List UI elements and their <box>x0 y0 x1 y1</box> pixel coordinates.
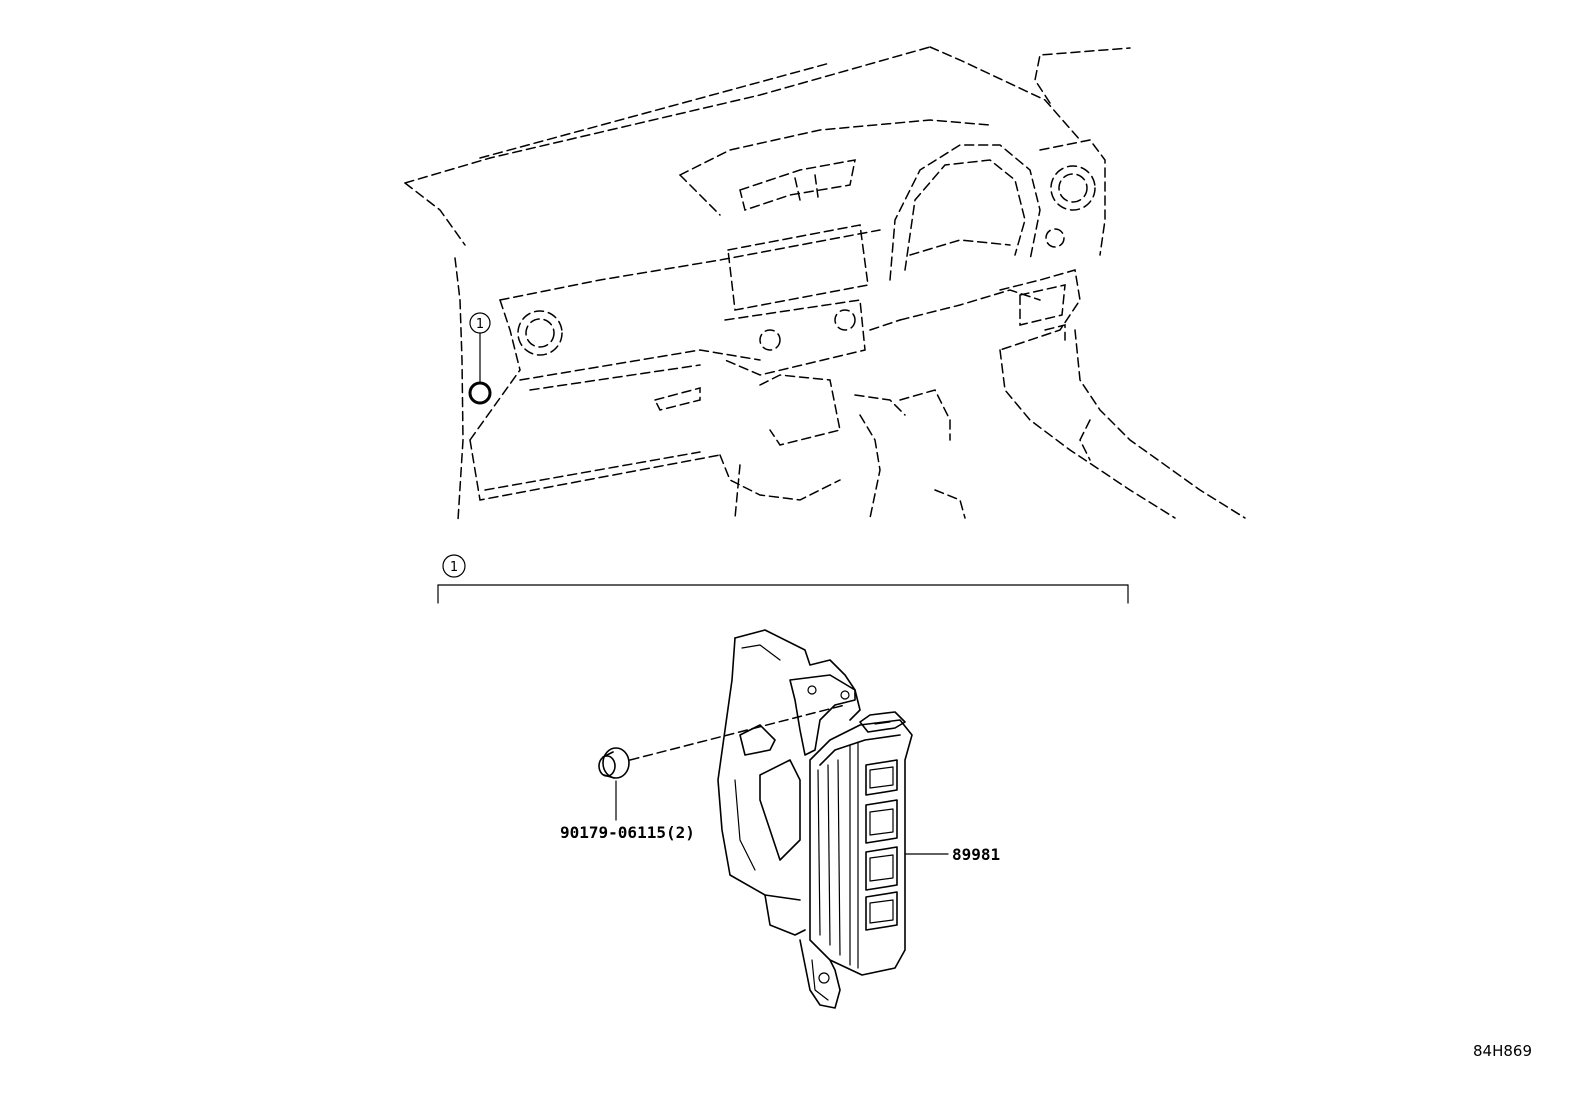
location-marker <box>468 381 492 405</box>
control-module-illustration <box>717 629 913 1009</box>
module-part-number: 89981 <box>952 845 1000 864</box>
group-marker-circle <box>442 554 466 578</box>
connector-window <box>865 799 898 844</box>
dashboard-illustration <box>404 46 1246 521</box>
group-bracket: 1 <box>437 554 1129 604</box>
connector-window <box>865 846 898 891</box>
bolt-part-number: 90179-06115(2) <box>560 823 695 842</box>
callout-number: 1 <box>476 317 484 332</box>
connector-window <box>865 759 898 796</box>
drawing-id: 84H869 <box>1473 1042 1532 1060</box>
bolt-illustration <box>598 704 846 821</box>
connector-window <box>865 891 898 931</box>
group-marker-number: 1 <box>450 560 458 575</box>
callout-1-top: 1 <box>468 312 492 405</box>
